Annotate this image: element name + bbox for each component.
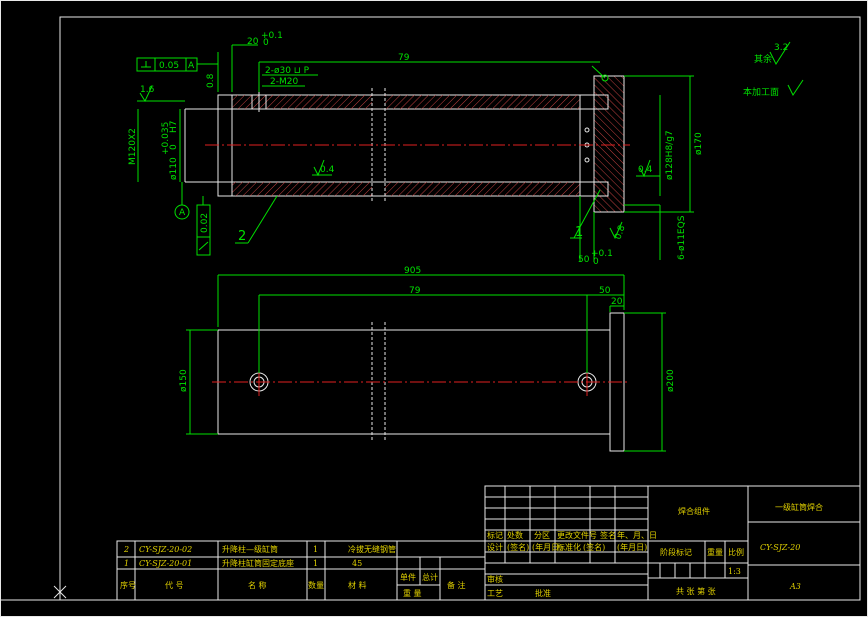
header-weight: 重 量 — [403, 588, 422, 598]
dim-50b: 50 — [599, 286, 611, 296]
svg-text:签名: 签名 — [600, 530, 616, 540]
header-qty: 数量 — [308, 580, 324, 590]
dim-200: ø200 — [666, 369, 676, 392]
sheet-count: 共 张 第 张 — [676, 586, 716, 596]
datum-a-ref: A — [188, 61, 195, 71]
header-mat: 材 料 — [348, 580, 367, 590]
dim-6holes: 6-ø11EQS — [677, 215, 687, 260]
dim-170: ø170 — [694, 132, 704, 155]
svg-text:3.2: 3.2 — [774, 43, 788, 53]
row2-no: 2 — [123, 545, 129, 554]
svg-text:阶段标记: 阶段标记 — [660, 547, 692, 557]
svg-text:0: 0 — [263, 38, 269, 48]
svg-text:分区: 分区 — [534, 531, 550, 540]
dim-2m20: 2-M20 — [270, 77, 298, 87]
top-dimensions: 20 +0.1 0 79 2-ø30 ⊔ P 2-M20 0.05 A 0.8 … — [128, 31, 704, 267]
svg-text:审核: 审核 — [487, 574, 503, 584]
dim-128: ø128H8/g7 — [665, 130, 675, 180]
top-section-view — [184, 75, 630, 213]
row1-name: 升降柱缸筒固定底座 — [222, 558, 294, 568]
svg-text:重量: 重量 — [707, 547, 723, 557]
svg-text:H7: H7 — [169, 121, 179, 134]
header-name: 名 称 — [248, 580, 267, 590]
row1-no: 1 — [124, 559, 129, 568]
roughness-16: 1.6 — [140, 85, 155, 95]
dim-79: 79 — [398, 53, 410, 63]
svg-text:批准: 批准 — [535, 588, 551, 598]
svg-text:标记: 标记 — [487, 530, 503, 540]
bottom-view — [212, 312, 630, 452]
assembly-label: 焊合组件 — [678, 506, 710, 516]
scale-value: 1:3 — [728, 567, 741, 576]
svg-text:+0.1: +0.1 — [591, 249, 613, 259]
dim-150: ø150 — [179, 369, 189, 392]
svg-text:0.4: 0.4 — [638, 165, 653, 175]
row2-qty: 1 — [313, 545, 318, 554]
row1-mat: 45 — [352, 559, 362, 568]
drawing-number: CY-SJZ-20 — [760, 543, 800, 552]
svg-text:0.8: 0.8 — [613, 224, 627, 241]
header-single: 单件 — [400, 572, 416, 582]
header-seq: 序号 — [120, 580, 136, 590]
dim-50: 50 — [578, 255, 590, 265]
dim-20: 20 — [247, 37, 259, 47]
svg-text:工艺: 工艺 — [487, 589, 503, 598]
header-note: 备 注 — [447, 580, 466, 590]
row1-code: CY-SJZ-20-01 — [139, 559, 192, 568]
svg-text:0.8: 0.8 — [206, 73, 216, 88]
svg-text:其余: 其余 — [754, 53, 772, 65]
row2-name: 升降柱—级缸筒 — [222, 544, 278, 554]
svg-text:更改文件号: 更改文件号 — [557, 530, 597, 540]
row2-mat: 冷拔无缝钢管 — [348, 544, 396, 554]
part-title: 一级缸筒焊合 — [775, 502, 823, 512]
svg-text:(签名): (签名) — [507, 542, 529, 552]
row1-qty: 1 — [313, 559, 318, 568]
svg-text:+0.035: +0.035 — [161, 122, 171, 155]
svg-text:处数: 处数 — [507, 530, 523, 540]
dim-bore110: ø110 — [169, 157, 179, 180]
part-label-1: 1 — [575, 225, 583, 240]
part-label-2: 2 — [238, 229, 246, 244]
row2-code: CY-SJZ-20-02 — [139, 545, 192, 554]
roughness-notes: 3.2 其余 本加工面 — [743, 41, 804, 98]
svg-text:0: 0 — [169, 144, 179, 150]
svg-text:本加工面: 本加工面 — [743, 86, 779, 98]
dim-m120: M120X2 — [128, 128, 138, 165]
dim-905: 905 — [404, 266, 421, 276]
flatness-value: 0.05 — [159, 61, 179, 71]
dim-2x30: 2-ø30 ⊔ P — [265, 66, 310, 76]
svg-text:设计: 设计 — [487, 542, 503, 552]
header-code: 代 号 — [165, 580, 184, 590]
svg-text:0.4: 0.4 — [320, 165, 335, 175]
svg-text:比例: 比例 — [728, 547, 744, 557]
svg-text:(签名): (签名) — [583, 542, 605, 552]
datum-a: A — [179, 208, 186, 218]
svg-text:年、月、日: 年、月、日 — [617, 530, 657, 540]
sheet-size: A3 — [789, 582, 801, 591]
header-total: 总计 — [422, 572, 438, 582]
corner-x2 — [53, 585, 67, 599]
svg-text:(年月日): (年月日) — [532, 542, 562, 552]
title-block — [116, 485, 861, 601]
bottom-dimensions: 905 79 50 20 ø150 ø200 — [179, 266, 676, 452]
dim-79b: 79 — [409, 286, 421, 296]
svg-text:(年月日): (年月日) — [617, 542, 647, 552]
cylindricity-value: 0.02 — [200, 213, 210, 233]
svg-text:+0.1: +0.1 — [261, 31, 283, 41]
svg-text:0: 0 — [593, 257, 599, 267]
dim-20b: 20 — [611, 297, 623, 307]
svg-text:标准化: 标准化 — [557, 542, 581, 552]
